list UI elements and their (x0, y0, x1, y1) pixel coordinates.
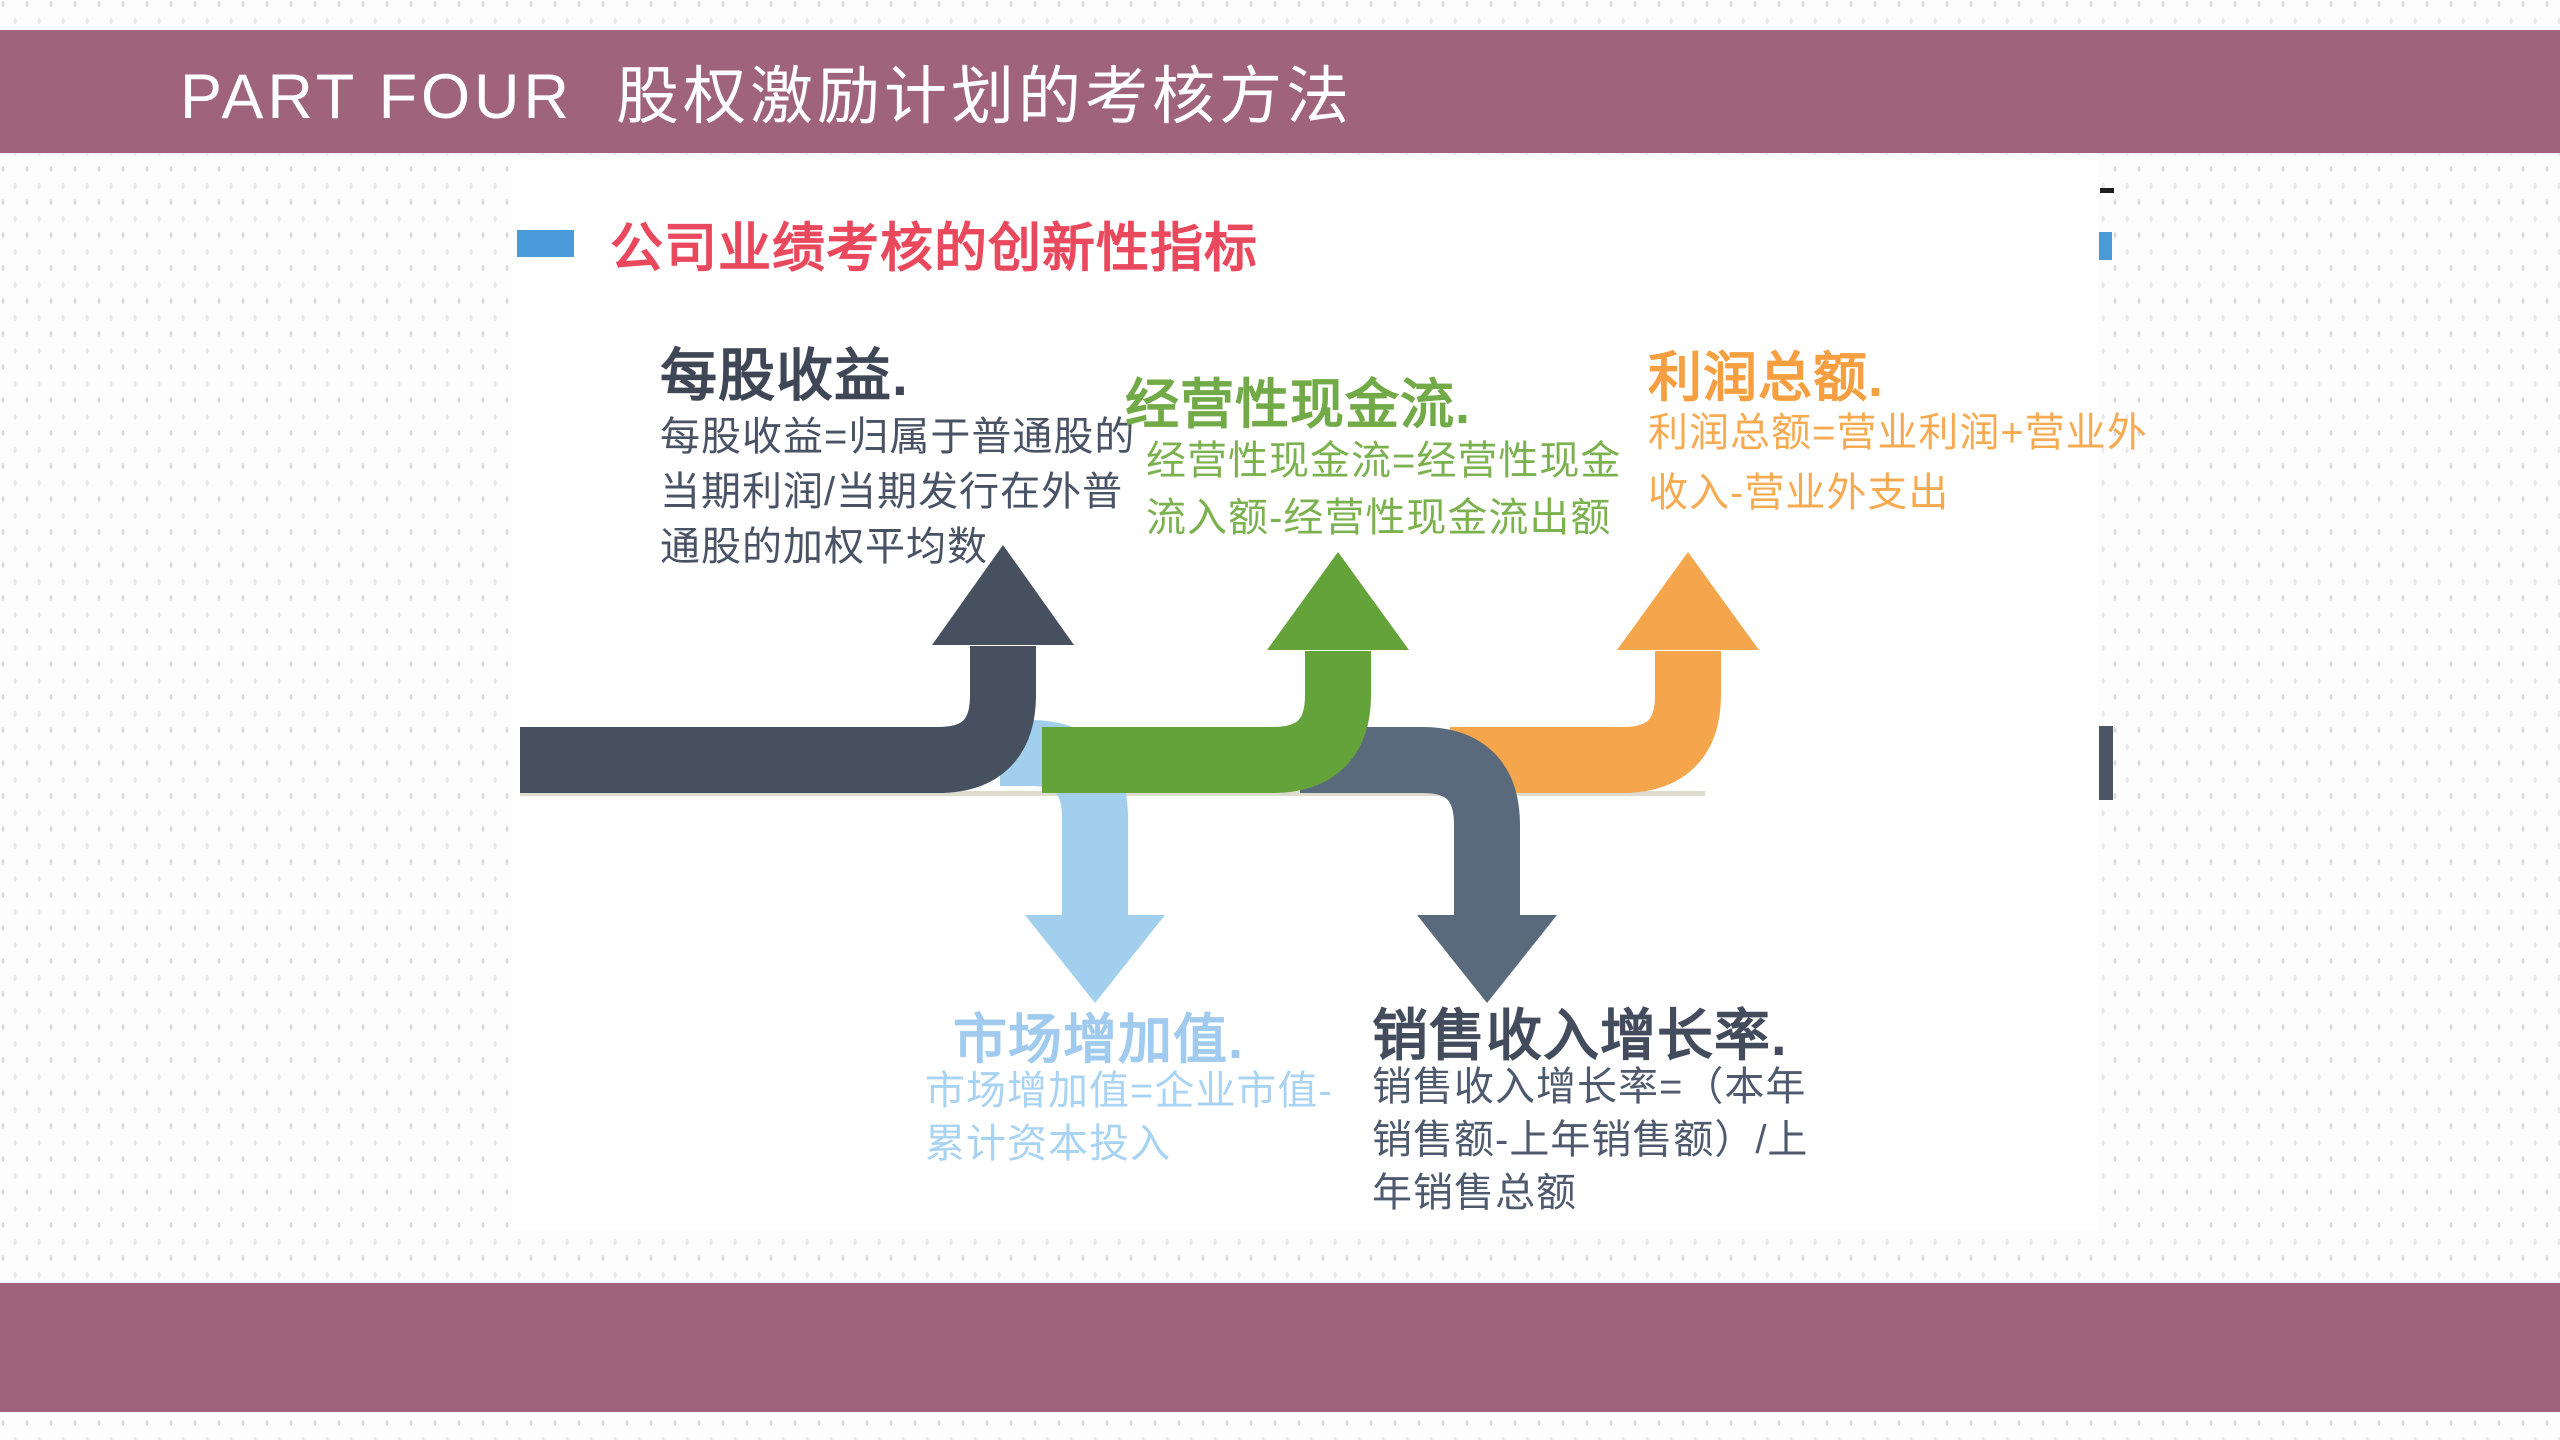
metric-sales-growth-formula: 销售收入增长率=（本年 销售额-上年销售额）/上 年销售总额 (1372, 1065, 1809, 1215)
metric-eps-formula: 每股收益=归属于普通股的 当期利润/当期发行在外普 通股的加权平均数 (660, 415, 1136, 569)
metric-mva-formula: 市场增加值=企业市值- 累计资本投入 (925, 1069, 1333, 1166)
down-arrowhead-market-value-added (1025, 915, 1165, 1003)
edge-slate-bar-fragment (2099, 726, 2113, 800)
down-arrow-sales-growth (1300, 727, 1520, 916)
metric-total-profit-title: 利润总额. (1648, 348, 1885, 408)
metric-eps-title: 每股收益. (660, 344, 909, 408)
header-band (0, 30, 2560, 153)
edge-dash-fragment (2100, 188, 2114, 193)
up-arrowhead-operating-cash-flow (1267, 552, 1409, 650)
edge-blue-bar-fragment (2099, 232, 2112, 260)
down-arrowhead-sales-growth (1417, 915, 1557, 1003)
metric-ocf-title: 经营性现金流. (1125, 375, 1472, 435)
up-arrow-total-profit (1450, 651, 1721, 793)
heading-bullet-icon (517, 230, 574, 257)
up-arrow-eps-and-main-bar (520, 646, 1036, 793)
slide-title: PART FOUR 股权激励计划的考核方法 (180, 62, 1354, 132)
section-heading: 公司业绩考核的创新性指标 (610, 219, 1258, 278)
footer-band (0, 1283, 2560, 1412)
up-arrowhead-total-profit (1617, 552, 1759, 650)
metric-sales-growth-title: 销售收入增长率. (1372, 1004, 1788, 1067)
metric-mva-title: 市场增加值. (953, 1010, 1245, 1070)
up-arrowhead-eps (932, 545, 1074, 645)
metric-ocf-formula: 经营性现金流=经营性现金 流入额-经营性现金流出额 (1146, 439, 1622, 540)
up-arrow-operating-cash-flow (1042, 651, 1371, 793)
metric-total-profit-formula: 利润总额=营业利润+营业外 收入-营业外支出 (1648, 411, 2148, 515)
